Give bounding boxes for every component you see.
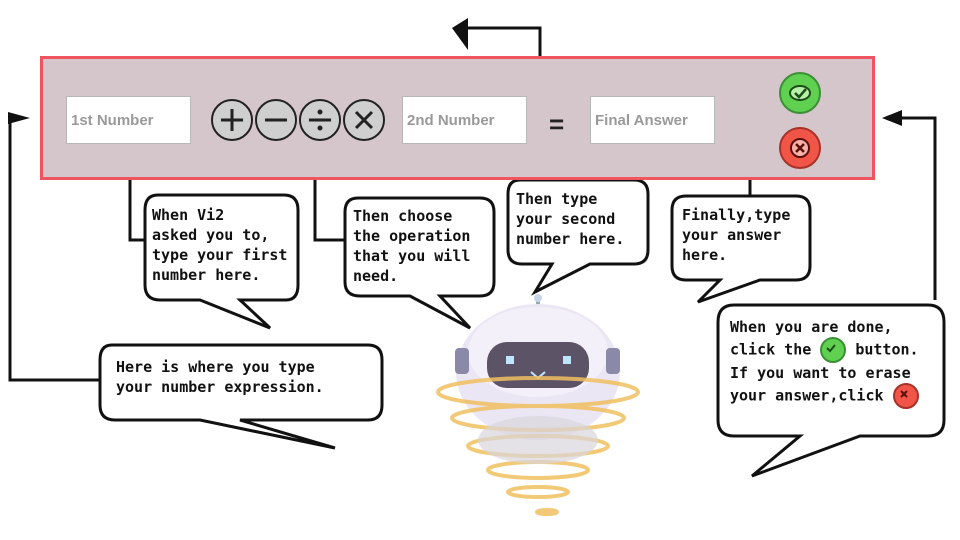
first-number-input[interactable] (66, 96, 191, 144)
robot-mascot (436, 294, 640, 516)
done-line-2: click the button. (730, 337, 919, 363)
arrowhead-second (452, 18, 468, 50)
x-icon (790, 138, 810, 158)
arrowhead-done (882, 110, 902, 126)
arrow-line-done (900, 116, 937, 300)
done-line-2-after: button. (855, 340, 919, 359)
clear-button[interactable] (779, 127, 821, 169)
equals-sign: = (549, 109, 565, 139)
done-line-3: If you want to erase (730, 364, 911, 382)
multiply-button[interactable] (343, 99, 385, 141)
bubble-text-done: When you are done, click the button. If … (730, 317, 919, 409)
calculator-panel: = (40, 56, 875, 180)
check-icon (820, 337, 847, 363)
x-icon (892, 383, 919, 409)
bubble-text-second: Then type your second number here. (516, 190, 625, 248)
arrowhead-expression (8, 112, 30, 124)
arrow-line-first (128, 175, 150, 242)
add-button[interactable] (211, 99, 253, 141)
done-line-1: When you are done, (730, 318, 893, 336)
submit-button[interactable] (779, 72, 821, 114)
second-number-input[interactable] (402, 96, 527, 144)
bubble-text-expression: Here is where you type your number expre… (116, 358, 324, 396)
done-line-2-before: click the (730, 340, 812, 359)
divide-button[interactable] (299, 99, 341, 141)
bubble-text-answer: Finally,type your answer here. (682, 206, 791, 264)
bubble-text-operation: Then choose the operation that you will … (353, 207, 471, 285)
arrow-line-operation (313, 172, 345, 242)
final-answer-input[interactable] (590, 96, 715, 144)
bubble-text-first: When Vi2 asked you to, type your first n… (152, 206, 288, 284)
check-icon (789, 85, 811, 101)
done-line-4-before: your answer,click (730, 386, 884, 405)
done-line-4: your answer,click (730, 383, 919, 409)
subtract-button[interactable] (255, 99, 297, 141)
